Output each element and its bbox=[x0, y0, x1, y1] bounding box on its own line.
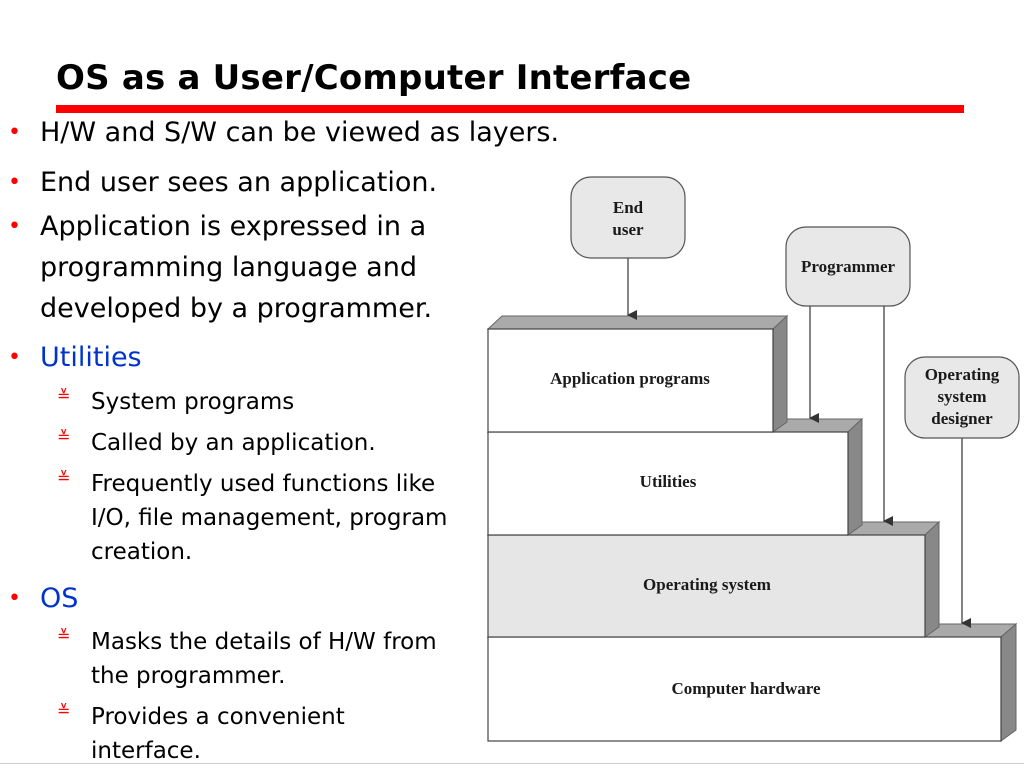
actor-programmer: Programmer bbox=[785, 226, 911, 307]
bullet-text: Utilities bbox=[40, 342, 142, 373]
actor-label: End bbox=[613, 198, 644, 217]
actor-label: designer bbox=[931, 409, 993, 428]
bottom-divider bbox=[0, 763, 1024, 764]
sub-bullet-text: Frequently used functions like bbox=[91, 471, 436, 497]
actor-end-user: End user bbox=[570, 176, 686, 259]
sub-bullet-glyph-icon: ≚ bbox=[57, 386, 71, 405]
bullet-text: H/W and S/W can be viewed as layers. bbox=[40, 117, 560, 148]
layer-computer-hardware: Computer hardware bbox=[486, 622, 1018, 742]
layer-operating-system: Operating system bbox=[486, 520, 941, 638]
layer-label-application: Application programs bbox=[550, 369, 710, 388]
sub-bullet-text: Called by an application. bbox=[91, 430, 376, 456]
actor-os-designer: Operating system designer bbox=[904, 356, 1020, 439]
actor-label: Operating bbox=[925, 365, 1000, 384]
sub-bullet-text: the programmer. bbox=[91, 663, 286, 689]
sub-bullet-text: Provides a convenient bbox=[91, 704, 345, 730]
actor-label: Programmer bbox=[801, 257, 896, 276]
bullet-dot-icon: • bbox=[8, 586, 21, 611]
bullet-text: Application is expressed in a bbox=[40, 211, 427, 242]
layer-label-os: Operating system bbox=[643, 575, 771, 594]
title-underline bbox=[56, 105, 964, 113]
sub-bullet-glyph-icon: ≚ bbox=[57, 468, 71, 487]
slide-title: OS as a User/Computer Interface bbox=[56, 58, 692, 98]
actor-label: user bbox=[612, 220, 644, 239]
sub-bullet-glyph-icon: ≚ bbox=[57, 701, 71, 720]
actor-label: system bbox=[937, 387, 986, 406]
bullet-dot-icon: • bbox=[8, 214, 21, 239]
layer-utilities: Utilities bbox=[486, 417, 864, 536]
sub-bullet-text: creation. bbox=[91, 539, 193, 565]
sub-bullet-glyph-icon: ≚ bbox=[57, 626, 71, 645]
bullet-dot-icon: • bbox=[8, 120, 21, 145]
sub-bullet-text: Masks the details of H/W from bbox=[91, 629, 437, 655]
sub-bullet-glyph-icon: ≚ bbox=[57, 427, 71, 446]
bullet-text: programming language and bbox=[40, 252, 417, 283]
layer-label-hardware: Computer hardware bbox=[671, 679, 821, 698]
bullet-dot-icon: • bbox=[8, 345, 21, 370]
bullet-text: End user sees an application. bbox=[40, 167, 438, 198]
layer-label-utilities: Utilities bbox=[640, 472, 697, 491]
sub-bullet-text: System programs bbox=[91, 389, 295, 415]
bullet-text: OS bbox=[40, 583, 79, 614]
sub-bullet-text: interface. bbox=[91, 738, 201, 764]
layer-application-programs: Application programs bbox=[486, 314, 789, 433]
bullet-text: developed by a programmer. bbox=[40, 293, 433, 324]
bullet-dot-icon: • bbox=[8, 170, 21, 195]
sub-bullet-text: I/O, file management, program bbox=[91, 505, 448, 531]
